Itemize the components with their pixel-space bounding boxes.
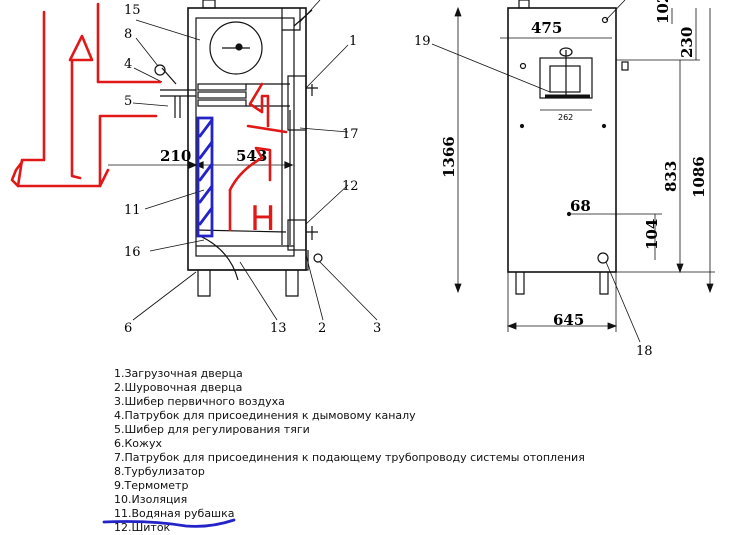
drain-nozzle	[597, 252, 609, 264]
loading-door	[287, 75, 307, 131]
ash-pit-door	[287, 219, 307, 251]
legend-item-7: 7.Патрубок для присоединения к подающему…	[114, 451, 585, 464]
legend-item-3: 3.Шибер первичного воздуха	[114, 395, 285, 408]
legend-item-2: 2.Шуровочная дверца	[114, 381, 243, 394]
section-callouts: 15 8 4 5 1 11 16 12 17 6 13 2 3	[124, 3, 381, 336]
callout-8: 8	[124, 27, 132, 42]
flue-pipe	[160, 89, 196, 118]
dimension-104: 104	[643, 219, 661, 250]
dimension-68: 68	[570, 197, 591, 215]
legs	[197, 270, 299, 297]
heat-exchanger-tubes	[197, 83, 290, 107]
legend-item-8: 8.Турбулизатор	[114, 465, 205, 478]
callout-16: 16	[124, 245, 141, 260]
dimension-262: 262	[558, 113, 573, 122]
blue-underline	[102, 518, 236, 528]
top-outlet-pipe	[281, 8, 301, 31]
water-jacket-wall	[195, 17, 295, 257]
front-view	[431, 0, 715, 343]
front-casing	[507, 7, 617, 273]
legend-item-1: 1.Загрузочная дверца	[114, 367, 243, 380]
callout-18: 18	[636, 344, 653, 359]
blue-annotations	[102, 116, 236, 528]
callout-5: 5	[124, 94, 132, 109]
dimension-1086: 1086	[690, 156, 708, 198]
dimension-645: 645	[553, 311, 584, 329]
callout-19: 19	[414, 34, 431, 49]
legend-item-5: 5.Шибер для регулирования тяги	[114, 423, 310, 436]
red-annotations	[10, 2, 288, 232]
dimension-475: 475	[531, 19, 562, 37]
section-view	[108, 0, 378, 321]
front-dimension-lines	[431, 0, 715, 343]
dimension-230: 230	[678, 27, 696, 58]
top-fitting	[202, 0, 216, 9]
legend-item-10: 10.Изоляция	[114, 493, 188, 506]
dimension-210: 210	[160, 147, 191, 165]
top-nozzle	[518, 0, 530, 9]
callout-13: 13	[270, 321, 287, 336]
callout-3: 3	[373, 321, 381, 336]
dimension-102: 102	[654, 0, 672, 24]
callout-15: 15	[124, 3, 141, 18]
callout-11: 11	[124, 203, 141, 218]
callout-4: 4	[124, 57, 132, 72]
blue-jacket-hatch-frame	[196, 116, 214, 238]
callout-12: 12	[342, 179, 359, 194]
parts-legend: 1.Загрузочная дверца 2.Шуровочная дверца…	[114, 367, 585, 535]
legend-item-12: 12.Шиток	[114, 521, 171, 534]
leader-lines	[132, 0, 378, 321]
callout-17: 17	[342, 127, 359, 142]
red-letter-h: H	[250, 199, 276, 239]
callout-1: 1	[349, 34, 357, 49]
front-labels: 19 18 475 645 68 262 1366 1086 833 230 1…	[414, 0, 708, 359]
callout-6: 6	[124, 321, 132, 336]
dimension-833: 833	[662, 161, 680, 192]
dimension-1366: 1366	[440, 136, 458, 178]
legend-item-6: 6.Кожух	[114, 437, 162, 450]
legend-item-9: 9.Термометр	[114, 479, 189, 492]
red-flow-arrow-up	[248, 82, 270, 128]
callout-2: 2	[318, 321, 326, 336]
turbulator-housing	[209, 21, 263, 75]
legend-item-11: 11.Водяная рубашка	[114, 507, 235, 520]
red-chimney-outline	[16, 10, 158, 188]
legend-item-4: 4.Патрубок для присоединения к дымовому …	[114, 409, 416, 422]
